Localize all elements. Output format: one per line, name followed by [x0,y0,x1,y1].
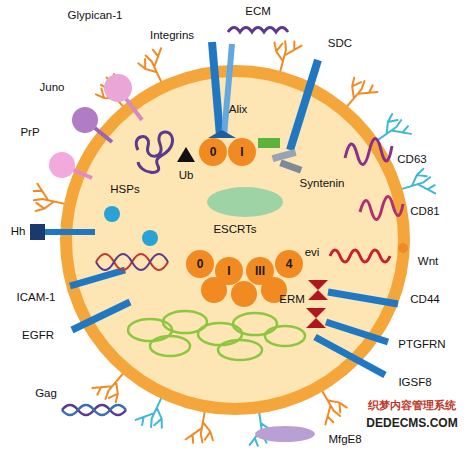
syntenin-shape [272,149,297,162]
component-label: CD63 [397,153,426,166]
subunit-label: 4 [286,257,293,271]
hh-bar [44,229,95,235]
prp-head [49,152,75,178]
escrt-subunit: 0 [186,250,214,278]
hsp-dot [142,230,158,246]
component-label: Hh [11,225,26,238]
component-label: MfgE8 [328,433,361,446]
component-label: Alix [229,103,248,116]
glycan-tree [30,183,67,216]
component-label: PTGFRN [398,338,445,351]
escrt-subunit: I [215,257,243,285]
watermark: 织梦内容管理系统 [368,399,456,412]
component-label: EGFR [22,329,54,342]
cd44-bar [328,292,398,304]
subunit-label: 0 [210,145,217,159]
cytosol-blob [207,187,283,217]
ub-triangle [177,147,195,162]
integrin-bar [212,42,220,136]
ptgfrn-bar [326,322,388,342]
cd81-tetraspanin [360,196,403,219]
gag-rna [62,405,126,415]
juno-head [72,107,98,133]
actin-loop [265,326,305,346]
component-label: ESCRTs [213,223,256,236]
glycan-tree [185,410,217,446]
cd63-tetraspanin [345,138,392,164]
igsf8-bar [315,337,385,375]
component-label: IGSF8 [398,376,431,389]
component-label: evi [305,246,320,259]
erm-shape [308,280,328,300]
component-label: CD81 [410,205,439,218]
component-label: Ub [179,169,194,182]
subunit-label: I [227,264,230,278]
alix-binding-bar [258,138,280,148]
component-label: Juno [40,81,65,94]
actin-loop [128,319,172,341]
escrt-subunit: I [228,138,256,166]
actin-loop [198,323,242,345]
actin-loop [218,340,262,360]
escrt-subunit: 4 [275,250,303,278]
syntenin-shape [279,159,302,173]
component-label: Syntenin [300,177,345,190]
escrt-subunit: 0 [199,138,227,166]
vesicle-lumen [72,77,398,403]
glypican-head [104,74,132,102]
dna-strand [96,254,168,270]
escrt-subunit: III [246,257,274,285]
hsp-dot [104,206,120,222]
component-label: Wnt [418,255,438,268]
component-label: ERM [279,293,305,306]
component-label: Integrins [150,29,194,42]
evi-protein [330,250,390,262]
component-label: HSPs [110,183,139,196]
integrin-bar [224,44,232,136]
ecm-fiber [228,28,288,33]
erm-shape [306,308,326,328]
subunit-label: III [255,264,265,278]
hh-square [30,224,45,240]
egfr-bar [72,302,130,330]
mfge8-blob [255,426,315,442]
rna-coil [136,132,172,172]
gag-rna [62,405,126,415]
subunit-label: 0 [197,257,204,271]
subunit-label: I [240,145,243,159]
actin-loop [150,336,190,356]
component-label: ECM [245,5,271,18]
watermark: DEDECMS.COM [366,417,457,431]
component-label: SDC [328,37,352,50]
glycan-tree [268,37,302,75]
escrt-subunit [231,281,257,307]
icam-bar [70,270,125,286]
dna-strand [96,254,168,270]
component-label: CD44 [410,293,439,306]
component-label: ICAM-1 [17,291,56,304]
vesicle-membrane [60,65,410,415]
component-label: PrP [20,126,39,139]
component-label: Gag [35,387,57,400]
actin-mesh [128,311,305,360]
component-label: Glypican-1 [68,9,123,22]
wnt-dot [398,243,408,253]
sdc-bar [290,60,318,150]
actin-loop [233,313,277,335]
glycan-trees [30,37,437,447]
integrin-foot [208,130,236,138]
